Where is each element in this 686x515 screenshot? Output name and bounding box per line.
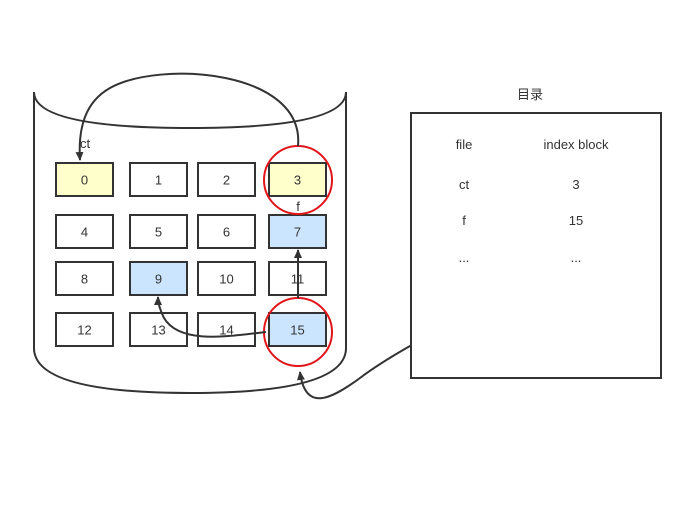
disk-block-box: [197, 312, 256, 347]
disk-block-box: [55, 162, 114, 197]
disk-block-label: 6: [223, 225, 230, 240]
disk-block-box: [197, 261, 256, 296]
cylinder-bottom-arc: [33, 347, 347, 395]
disk-block-8: 8: [55, 261, 114, 296]
cylinder-top-arc: [33, 91, 347, 130]
disk-block-box: [268, 214, 327, 249]
disk-block-box: [197, 162, 256, 197]
disk-block-box: [55, 312, 114, 347]
disk-block-box: [129, 162, 188, 197]
disk-block-5: 5: [129, 214, 188, 249]
disk-block-13: 13: [129, 312, 188, 347]
disk-cylinder: [33, 91, 347, 395]
disk-block-12: 12: [55, 312, 114, 347]
disk-block-box: [268, 312, 327, 347]
directory-row: ......: [459, 250, 582, 265]
disk-block-label: 14: [219, 323, 233, 338]
directory-header-index: index block: [543, 137, 609, 152]
disk-block-box: [268, 162, 327, 197]
disk-block-10: 10: [197, 261, 256, 296]
disk-block-9: 9: [129, 261, 188, 296]
disk-block-label: 0: [81, 173, 88, 188]
disk-block-7: 7: [268, 214, 327, 249]
disk-block-14: 14: [197, 312, 256, 347]
disk-block-label: 8: [81, 272, 88, 287]
disk-block-label: 9: [155, 272, 162, 287]
directory-header-file: file: [456, 137, 473, 152]
disk-block-label: 7: [294, 225, 301, 240]
directory-title: 目录: [517, 87, 543, 102]
f-label: f: [296, 199, 300, 214]
disk-block-1: 1: [129, 162, 188, 197]
disk-block-label: 10: [219, 272, 233, 287]
disk-block-box: [55, 214, 114, 249]
directory: 目录 file index block ct 3 f 15......: [410, 87, 662, 379]
disk-block-label: 1: [155, 173, 162, 188]
disk-block-box: [55, 261, 114, 296]
directory-row: ct 3: [459, 177, 580, 192]
directory-cell-index: 15: [569, 213, 583, 228]
directory-cell-file: f: [462, 213, 466, 228]
disk-block-label: 3: [294, 173, 301, 188]
disk-block-0: 0: [55, 162, 114, 197]
directory-cell-file: ct: [459, 177, 470, 192]
ct-label: ct: [80, 136, 91, 151]
directory-row: f 15: [462, 213, 583, 228]
disk-block-label: 15: [290, 323, 304, 338]
disk-block-box: [197, 214, 256, 249]
disk-block-label: 4: [81, 225, 88, 240]
disk-block-2: 2: [197, 162, 256, 197]
disk-block-box: [129, 261, 188, 296]
disk-block-6: 6: [197, 214, 256, 249]
disk-block-4: 4: [55, 214, 114, 249]
directory-cell-index: 3: [572, 177, 579, 192]
disk-block-label: 5: [155, 225, 162, 240]
arrow-15-to-9: [154, 296, 267, 338]
disk-block-box: [129, 214, 188, 249]
directory-cell-file: ...: [459, 250, 470, 265]
directory-rows: ct 3 f 15......: [459, 177, 584, 265]
directory-cell-index: ...: [571, 250, 582, 265]
arrow-3-to-0: [75, 72, 300, 161]
disk-block-label: 12: [77, 323, 91, 338]
disk-block-label: 13: [151, 323, 165, 338]
disk-block-3: 3: [268, 162, 327, 197]
directory-box: [410, 112, 662, 379]
disk-block-label: 2: [223, 173, 230, 188]
disk-block-15: 15: [268, 312, 327, 347]
